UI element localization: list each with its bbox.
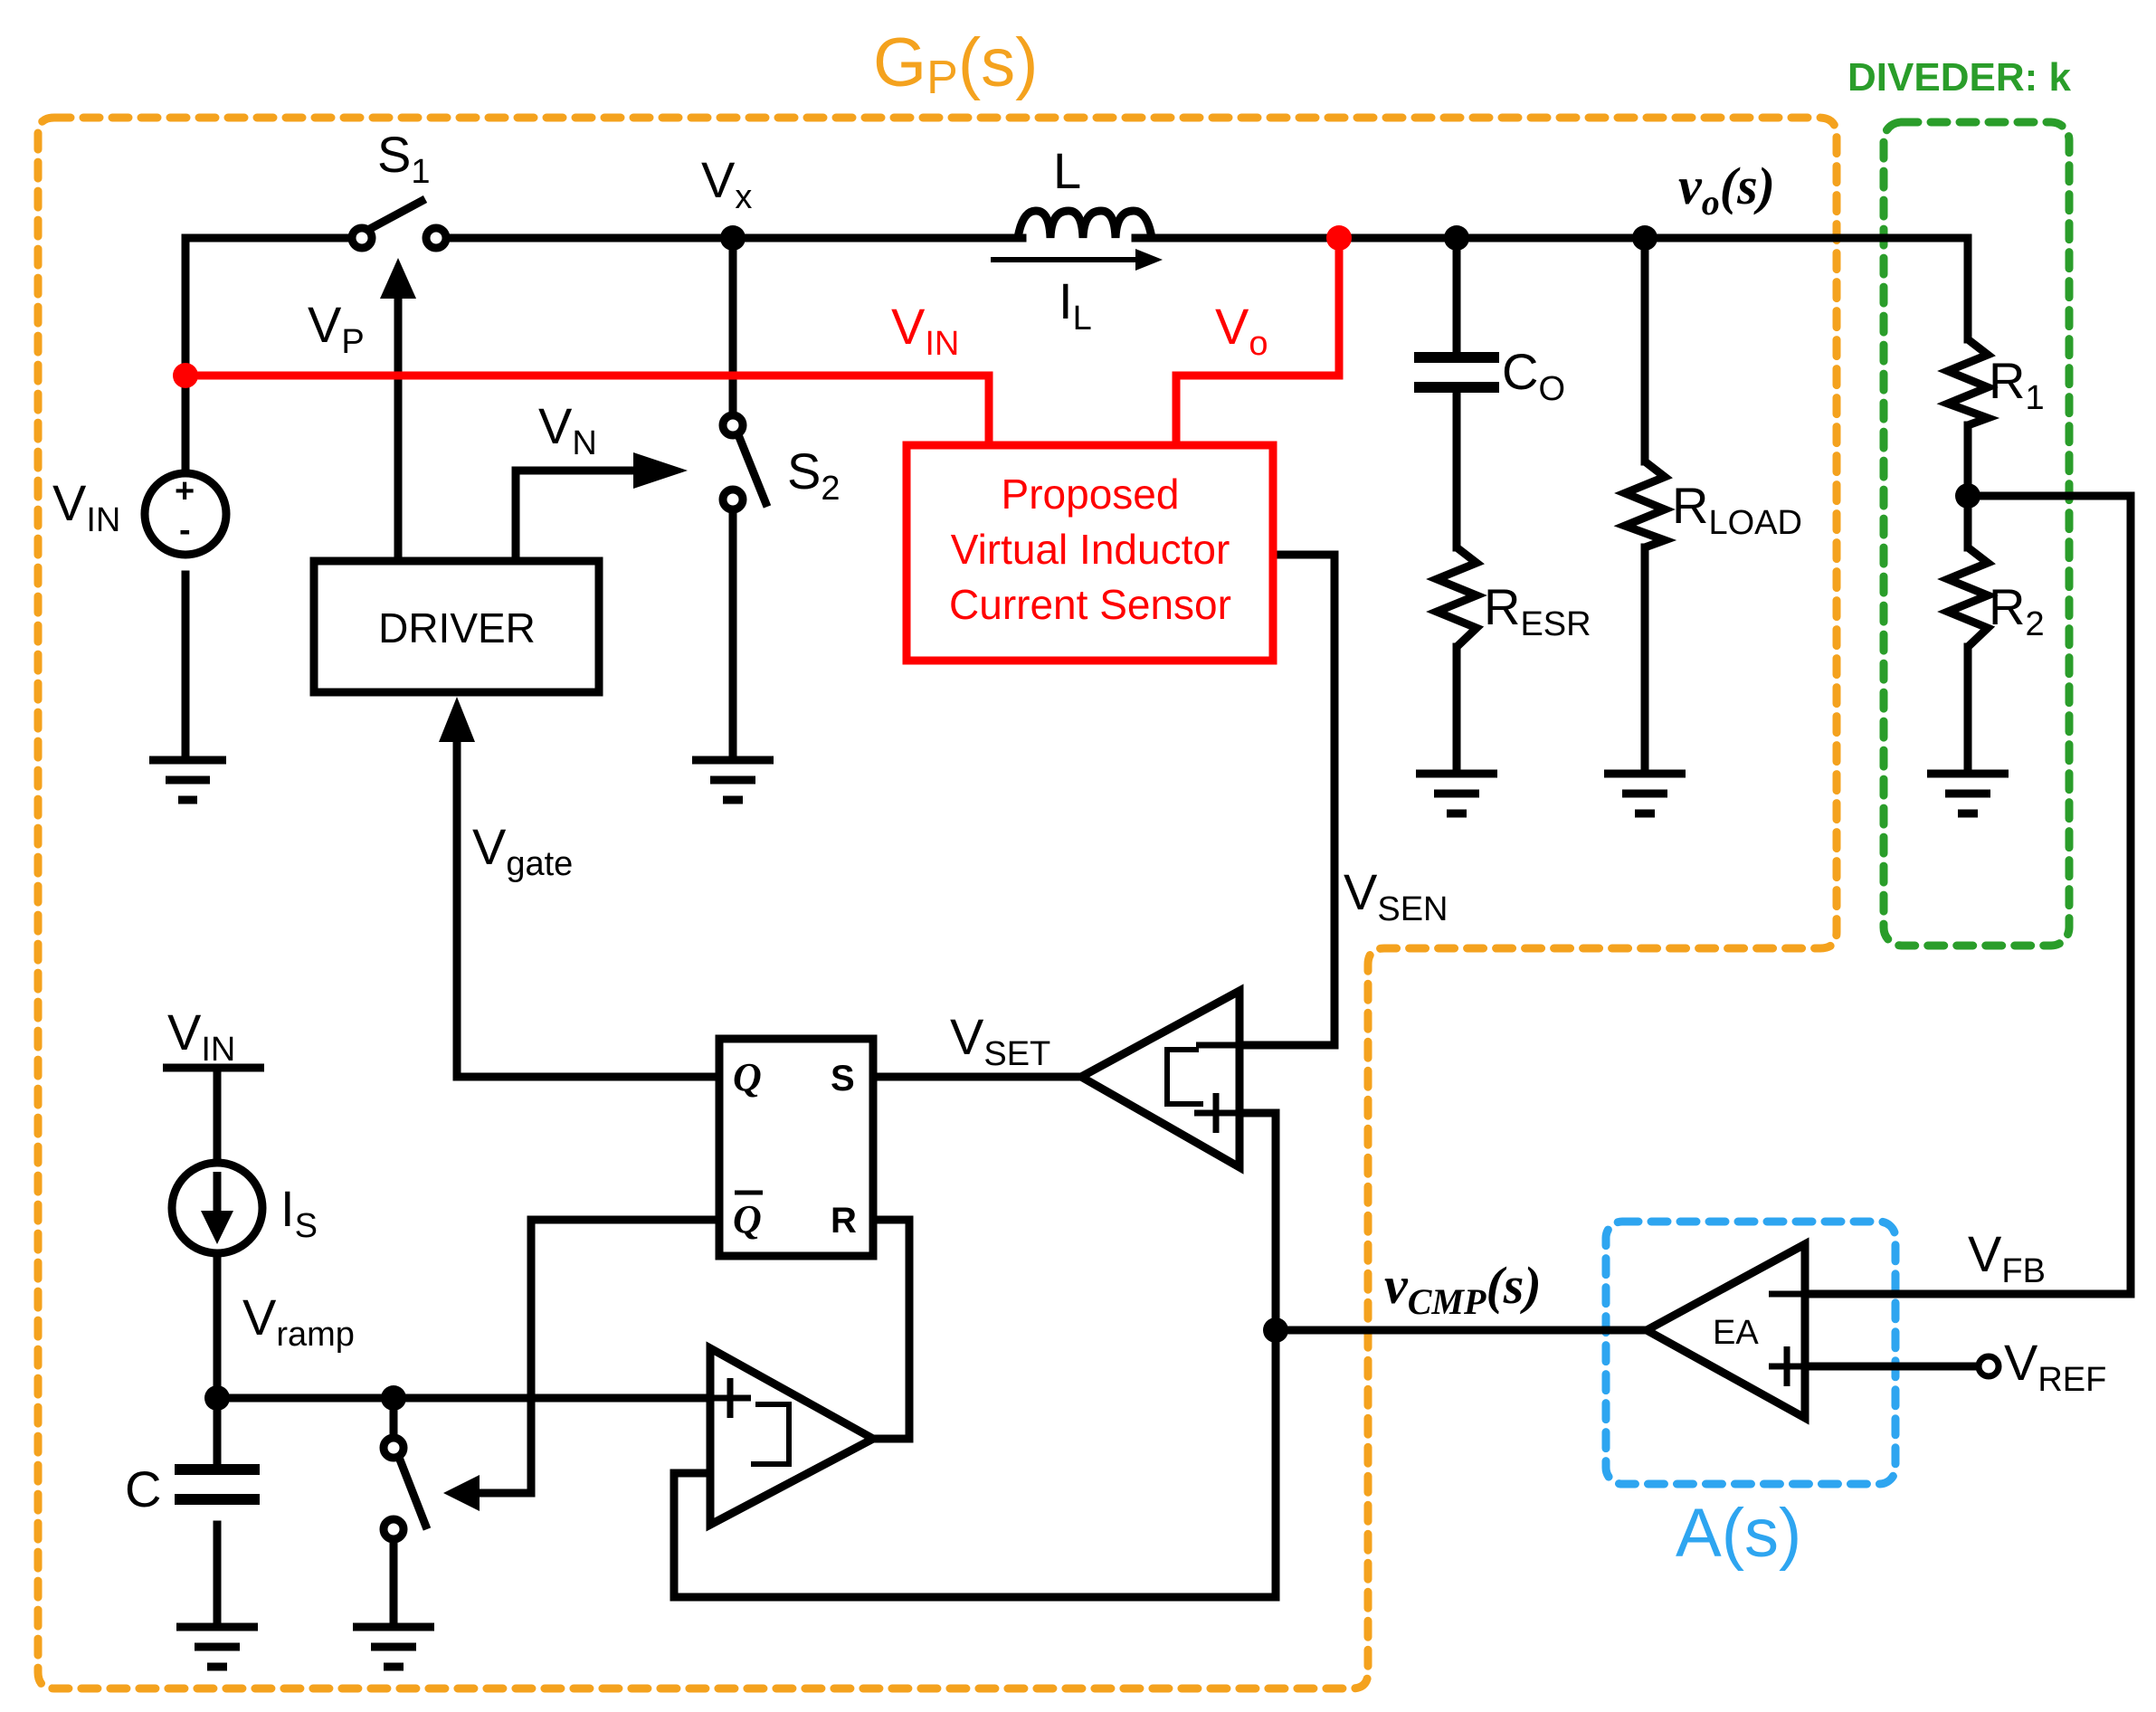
label-co: CO (1502, 343, 1565, 408)
label-is: IS (280, 1180, 318, 1245)
label-vx: Vx (701, 151, 752, 216)
ground-vin (149, 756, 226, 804)
label-vgate: Vgate (472, 818, 573, 883)
resistor-load-icon (1613, 458, 1677, 552)
resistor-r2-icon (1937, 544, 1999, 651)
vin-minus-sign: - (179, 511, 191, 549)
ground-reset (353, 1622, 434, 1671)
reset-arrow-icon (443, 1475, 480, 1511)
sensor-label-line3: Current Sensor (949, 581, 1231, 628)
il-arrow-icon (1135, 249, 1163, 271)
vref-terminal-icon (1975, 1353, 2002, 1380)
vin-plus-sign: + (175, 472, 195, 510)
junction-dots (204, 225, 1980, 1411)
label-r1: R1 (1989, 352, 2045, 417)
divider-block-title: DIVEDER: k (1847, 55, 2071, 100)
label-vo-red: Vo (1215, 298, 1268, 363)
current-source-arrow-icon (201, 1211, 233, 1244)
label-r2: R2 (1989, 578, 2045, 643)
label-vsen: VSEN (1344, 863, 1448, 928)
sr-latch-block (715, 1034, 878, 1260)
label-s1: S1 (377, 126, 431, 191)
comparator-set (1072, 984, 1244, 1175)
sensor-wiring (185, 238, 1344, 445)
ground-c (176, 1622, 258, 1671)
label-il: IL (1059, 272, 1092, 338)
sr-pin-q: Q (733, 1055, 762, 1099)
vp-arrow-icon (380, 258, 416, 299)
sr-pin-qbar: Q (733, 1197, 762, 1241)
vn-arrow-icon (633, 452, 688, 489)
ground-r2 (1927, 769, 2009, 818)
label-rload: RLOAD (1672, 477, 1802, 542)
inductor-coil-icon (1013, 206, 1156, 239)
label-vin-bottom: VIN (167, 1003, 235, 1069)
gp-block-title: GP(s) (873, 24, 1038, 104)
vgate-arrow-icon (439, 697, 475, 742)
switch-s2 (718, 411, 772, 514)
driver-block (309, 556, 603, 697)
as-block-outline (1601, 1217, 1900, 1488)
virtual-inductor-sensor-block (902, 441, 1277, 665)
label-vcmp: vCMP(s) (1384, 1256, 1542, 1322)
ea-label: EA (1713, 1314, 1759, 1352)
label-vfb: VFB (1968, 1225, 2046, 1290)
comparator-reset (706, 1341, 882, 1532)
sr-pin-r: R (831, 1201, 857, 1241)
error-amplifier (1638, 1237, 1809, 1425)
label-vo-s: vo(s) (1678, 157, 1775, 223)
sensor-junction-dots (173, 225, 1352, 388)
divider-block-outline (1879, 118, 2074, 950)
vin-source-icon (140, 469, 231, 559)
switch-s1 (347, 195, 451, 252)
as-block-title: A(s) (1676, 1495, 1801, 1572)
resistor-esr-icon (1426, 544, 1487, 651)
label-s2: S2 (787, 442, 841, 508)
label-vref: VREF (2004, 1334, 2106, 1399)
sr-pin-s: S (831, 1059, 855, 1099)
capacitor-c-icon (175, 1464, 260, 1505)
ground-icons (149, 756, 2009, 1671)
sensor-label-line2: Virtual Inductor (951, 526, 1230, 573)
ground-s2 (692, 756, 774, 804)
capacitor-co-icon (1414, 352, 1499, 393)
label-vset: VSET (950, 1008, 1050, 1073)
sensor-label-line1: Proposed (1002, 471, 1180, 518)
ground-co (1416, 769, 1497, 818)
label-vin-red: VIN (891, 298, 959, 363)
label-resr: RESR (1484, 578, 1591, 643)
label-vramp: Vramp (242, 1289, 355, 1354)
ground-rload (1604, 769, 1686, 818)
driver-label: DRIVER (378, 604, 536, 652)
label-l: L (1053, 142, 1081, 199)
label-vin-source: VIN (52, 474, 120, 539)
label-c: C (125, 1460, 161, 1517)
label-vp: VP (308, 296, 365, 361)
resistor-r1-icon (1936, 336, 2000, 430)
gp-block-outline (33, 113, 1841, 1693)
switch-reset (379, 1433, 432, 1544)
label-vn: VN (538, 397, 597, 462)
wiring (181, 233, 2135, 1631)
